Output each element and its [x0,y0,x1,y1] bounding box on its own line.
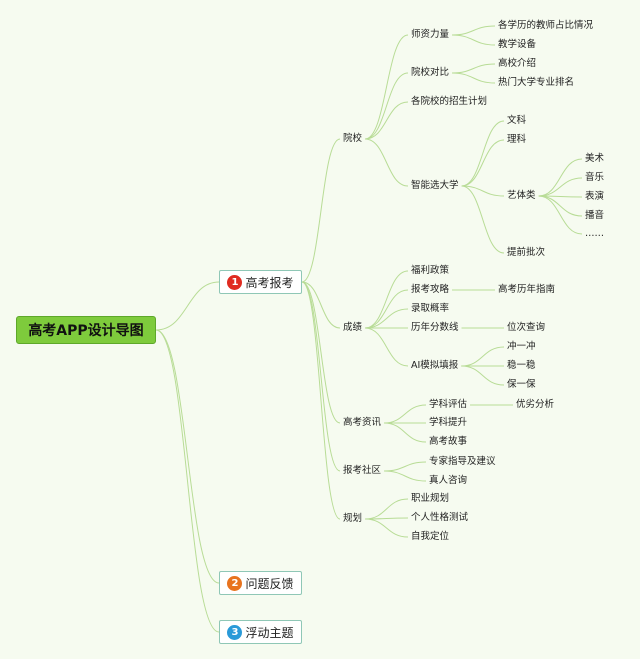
node-gonglue-1[interactable]: 高考历年指南 [498,284,556,295]
link-chengji [301,281,341,329]
topic-number-badge: 3 [227,624,243,640]
node-zhineng[interactable]: 智能选大学 [411,180,459,191]
node-shizi-1[interactable]: 各学历的教师占比情况 [498,20,594,31]
node-ai-3[interactable]: 保一保 [507,379,536,390]
root-topic[interactable]: 高考APP设计导图 [16,316,156,344]
node-like[interactable]: 理科 [507,134,527,145]
link-boyin [538,195,583,217]
link-duibi-2 [452,72,496,84]
node-shizi[interactable]: 师资力量 [411,29,450,40]
node-luqu[interactable]: 录取概率 [411,303,450,314]
node-wenke[interactable]: 文科 [507,115,527,126]
node-fenshu-1[interactable]: 位次查询 [507,322,546,333]
link-root-t1 [155,329,220,584]
node-xingge[interactable]: 个人性格测试 [411,512,469,523]
node-gushi[interactable]: 高考故事 [429,436,468,447]
link-pinggu [384,404,427,424]
node-duibi-2[interactable]: 热门大学专业排名 [498,77,575,88]
node-shequ[interactable]: 报考社区 [343,465,382,476]
link-dingwei [365,518,409,538]
topic-label: 浮动主题 [245,625,294,640]
node-yiti[interactable]: 艺体类 [507,190,536,201]
link-yiti [461,185,505,197]
node-chengji[interactable]: 成绩 [343,322,363,333]
node-biaoyan[interactable]: 表演 [585,191,605,202]
link-meishu [538,158,583,197]
node-pinggu[interactable]: 学科评估 [429,399,468,410]
node-pinggu-1[interactable]: 优劣分析 [516,399,555,410]
link-ellipsis [538,195,583,235]
link-root-t2 [155,329,220,633]
link-root-t0 [155,281,220,331]
node-zhaosheng[interactable]: 各院校的招生计划 [411,96,488,107]
link-zhaosheng [364,101,409,140]
node-zixun[interactable]: 高考资讯 [343,417,382,428]
root-topic-label: 高考APP设计导图 [28,323,144,339]
link-wenke [461,120,505,187]
link-ai-3 [461,365,505,386]
link-gonglue [364,289,409,329]
node-zhuanjia[interactable]: 专家指导及建议 [429,456,496,467]
topic-number-badge: 1 [227,274,243,290]
node-dingwei[interactable]: 自我定位 [411,531,450,542]
node-zhiye[interactable]: 职业规划 [411,493,450,504]
node-ellipsis[interactable]: …… [585,228,604,239]
link-duibi-1 [452,63,496,74]
link-ai [364,327,409,367]
link-gushi [384,422,427,443]
link-luqu [365,308,409,329]
node-fenshu[interactable]: 历年分数线 [411,322,459,333]
node-zhenren[interactable]: 真人咨询 [429,475,468,486]
link-shizi [364,34,409,140]
node-gonglue[interactable]: 报考攻略 [411,284,450,295]
topic-fudong-zhuti[interactable]: 3 浮动主题 [219,620,302,644]
link-yuanxiao [301,138,341,283]
node-yuanxiao[interactable]: 院校 [343,133,363,144]
link-shizi-1 [452,25,496,36]
link-shequ [301,281,341,472]
link-fuli [364,270,409,329]
node-duibi-1[interactable]: 高校介绍 [498,58,537,69]
node-ai-1[interactable]: 冲一冲 [507,341,536,352]
node-boyin[interactable]: 播音 [585,210,605,221]
node-tiqian[interactable]: 提前批次 [507,247,546,258]
link-zhineng [364,138,409,187]
link-shizi-2 [452,34,496,46]
node-fuli[interactable]: 福利政策 [411,265,450,276]
node-guihua[interactable]: 规划 [343,513,363,524]
topic-gaokao-baokao[interactable]: 1 高考报考 [219,270,302,294]
node-yinyue[interactable]: 音乐 [585,172,605,183]
node-tisheng[interactable]: 学科提升 [429,417,468,428]
node-ai[interactable]: AI模拟填报 [411,360,459,371]
link-zhiye [365,498,409,520]
link-zixun [301,281,341,424]
connector-lines [155,25,583,633]
topic-number-badge: 2 [227,575,243,591]
node-meishu[interactable]: 美术 [585,153,605,164]
topic-wenti-fankui[interactable]: 2 问题反馈 [219,571,302,595]
link-tiqian [461,185,505,254]
link-ai-1 [461,346,505,367]
link-zhenren [384,470,427,482]
node-duibi[interactable]: 院校对比 [411,67,450,78]
link-duibi [364,72,409,140]
node-ai-2[interactable]: 稳一稳 [507,360,536,371]
node-shizi-2[interactable]: 教学设备 [498,39,537,50]
link-yinyue [538,177,583,197]
topic-label: 高考报考 [245,275,294,290]
link-zhuanjia [384,461,427,472]
link-like [461,139,505,187]
topic-label: 问题反馈 [245,576,294,591]
link-guihua [301,281,341,520]
